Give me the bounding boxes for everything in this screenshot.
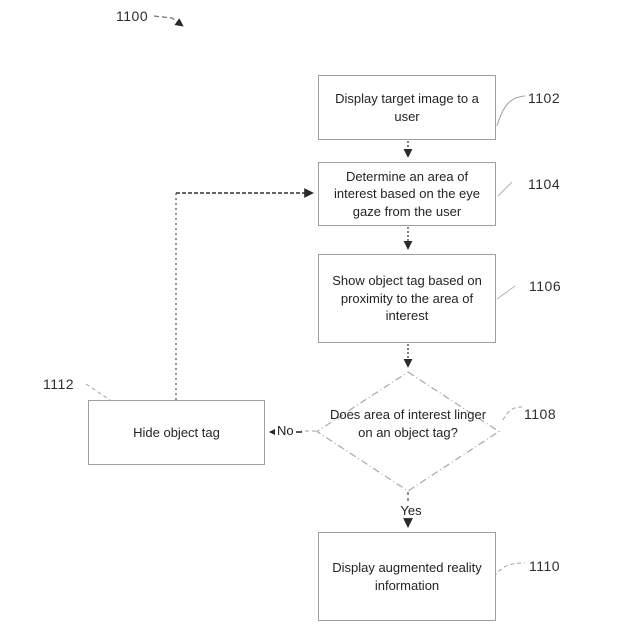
branch-label-no: No [275,423,296,438]
process-box-show-tag: Show object tag based on proximity to th… [318,254,496,343]
process-box-hide-tag-text: Hide object tag [133,424,220,440]
ref-label-1104: 1104 [528,176,561,192]
figure-ref-label: 1100 [116,8,149,24]
figure-ref-callout-arrow [153,15,184,27]
ref-label-1112: 1112 [43,376,75,392]
ref-label-1108: 1108 [524,406,557,422]
process-box-show-tag-text: Show object tag based on proximity to th… [332,273,482,324]
decision-diamond-shape [315,371,501,492]
process-box-hide-tag: Hide object tag [88,400,265,465]
branch-label-yes: Yes [396,503,426,518]
process-box-determine-area-text: Determine an area of interest based on t… [334,168,480,219]
callout-1104 [497,181,513,197]
process-box-display-target-text: Display target image to a user [335,90,479,124]
ref-label-1102: 1102 [528,90,561,106]
process-box-display-ar: Display augmented reality information [318,532,496,621]
callout-1106 [496,285,516,300]
decision-diamond-text: Does area of interest linger on an objec… [329,407,487,441]
process-box-display-target: Display target image to a user [318,75,496,140]
callout-1112 [85,383,114,403]
process-box-determine-area: Determine an area of interest based on t… [318,162,496,226]
callout-1102 [496,95,526,127]
callout-1110 [493,562,526,578]
ref-label-1110: 1110 [529,558,561,574]
callout-1108 [502,406,523,421]
ref-label-1106: 1106 [529,278,562,294]
process-box-display-ar-text: Display augmented reality information [332,559,482,593]
